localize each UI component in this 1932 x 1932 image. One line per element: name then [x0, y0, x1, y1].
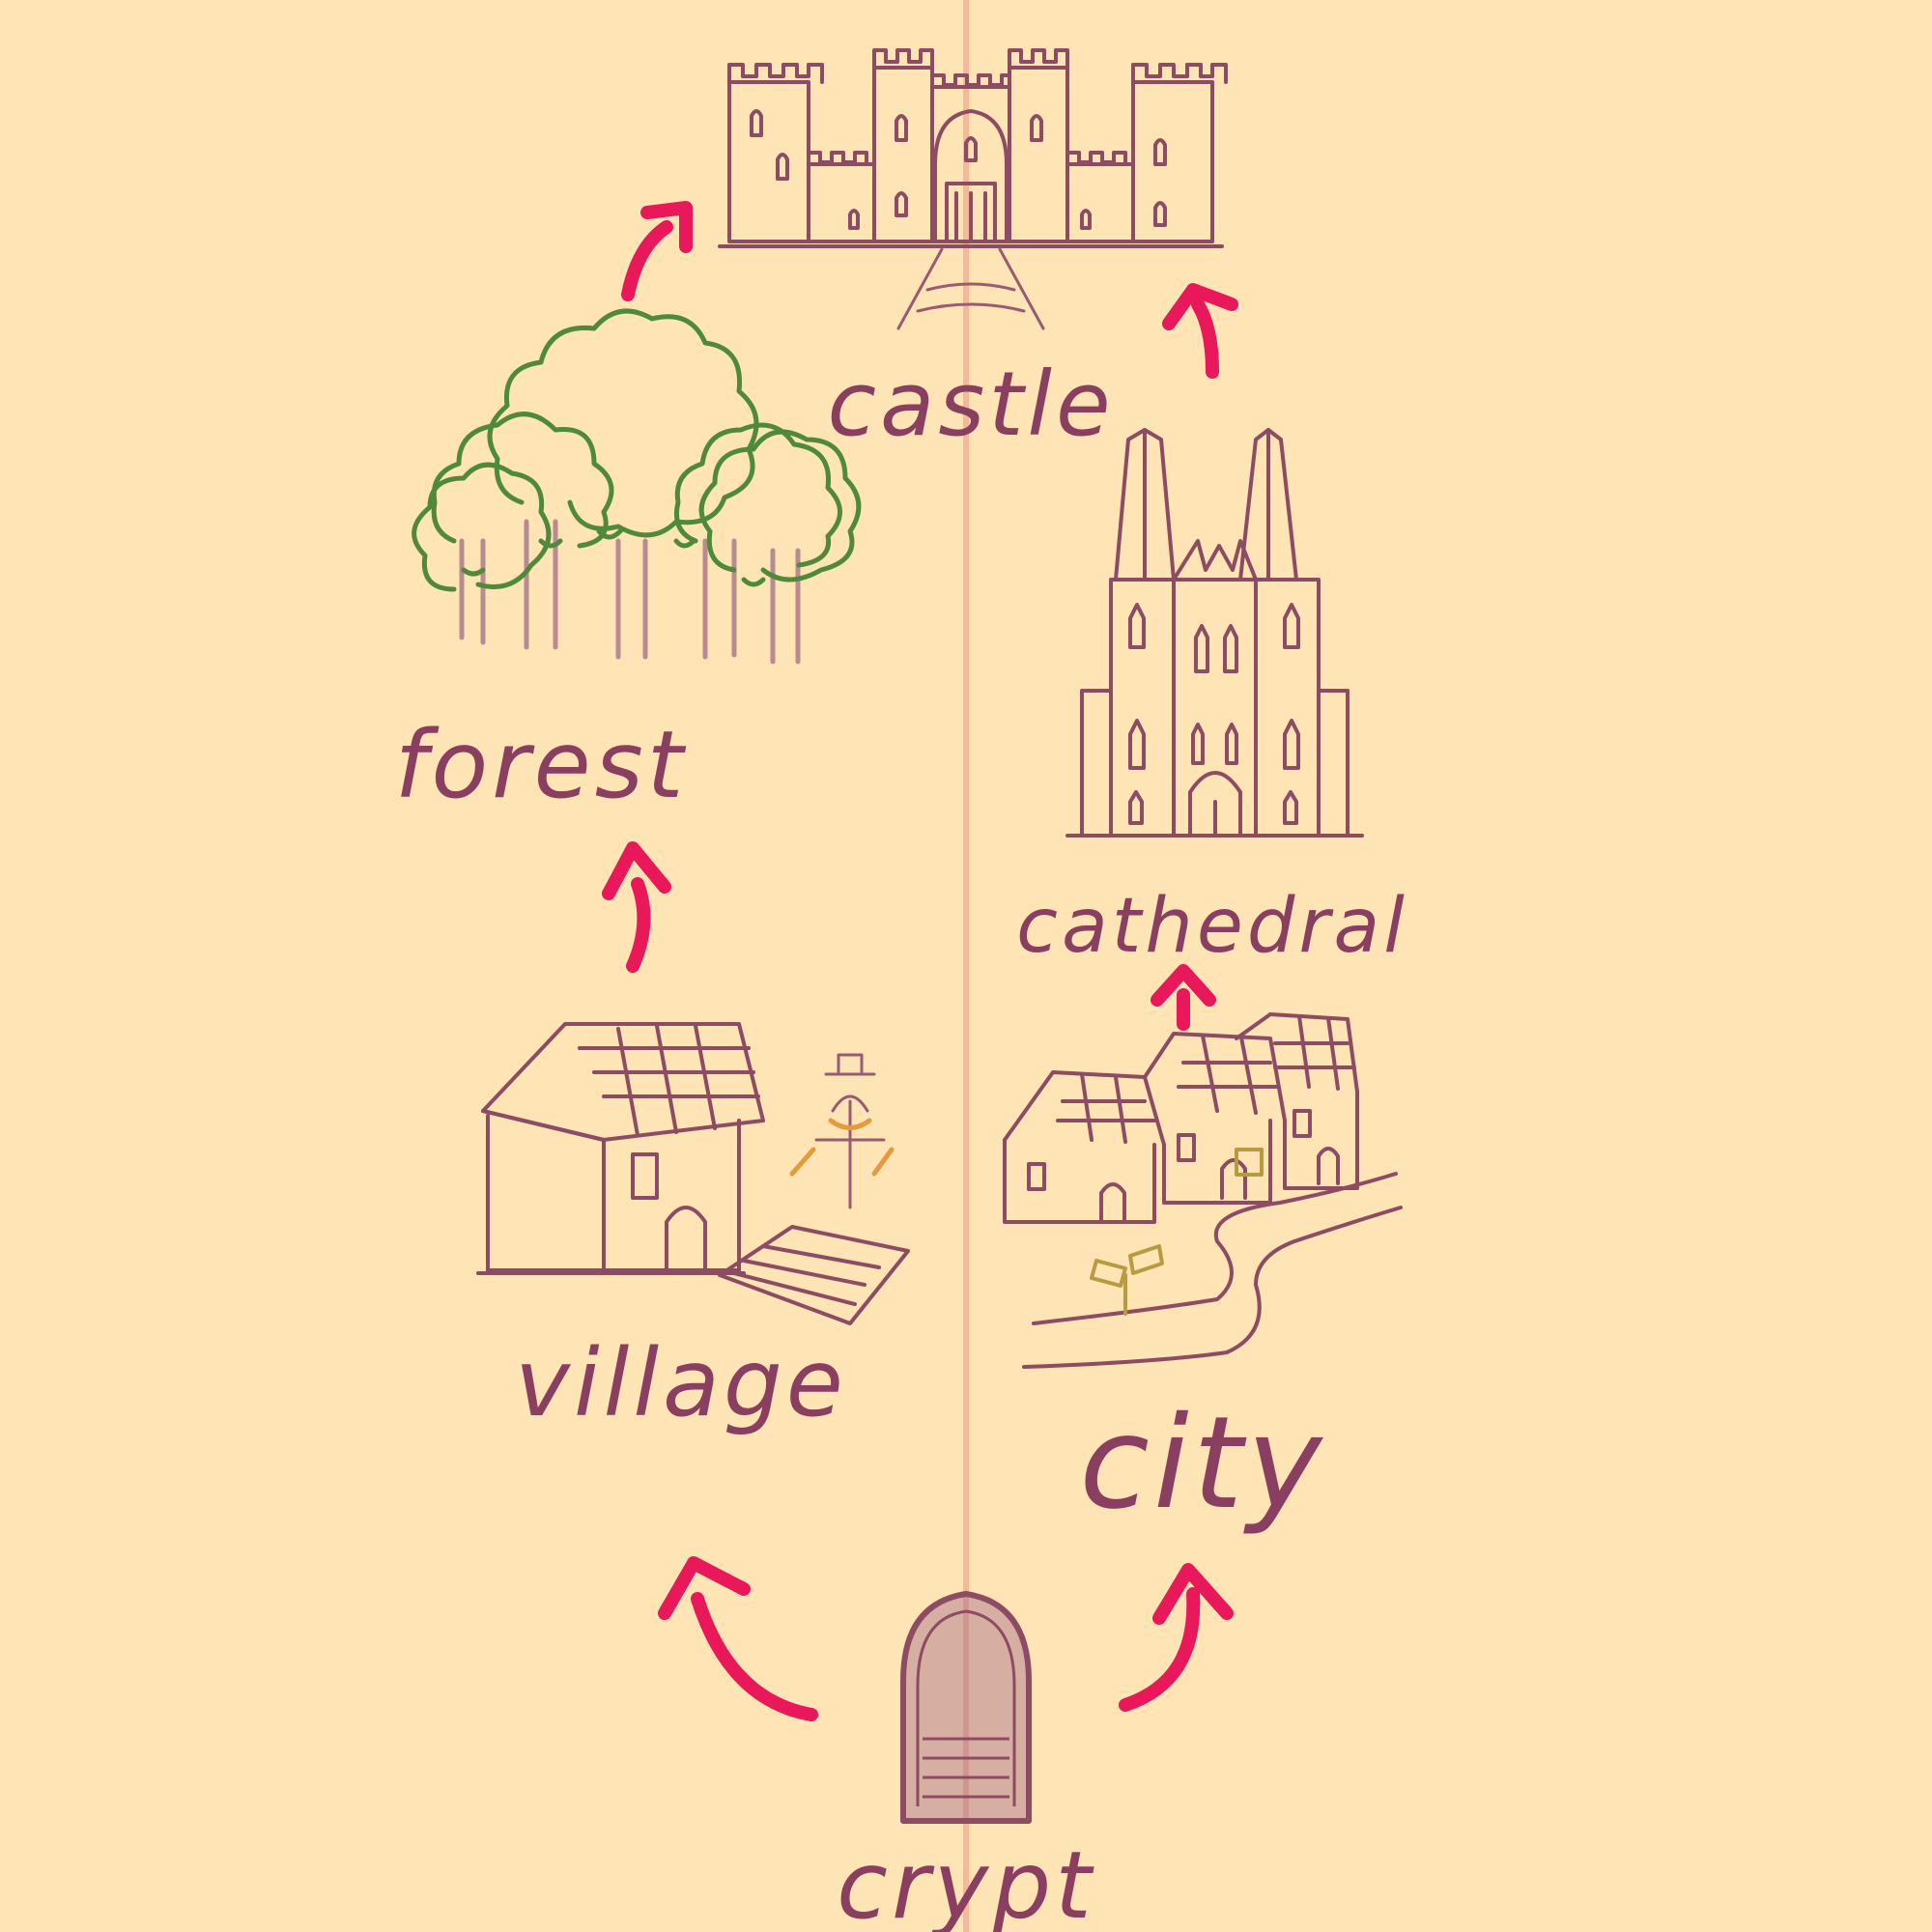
- farmhouse-icon: [478, 1024, 908, 1323]
- townhouses-icon: [1005, 1014, 1401, 1367]
- forest-label: forest: [395, 711, 688, 819]
- arrow-crypt-to-city: [1125, 1570, 1227, 1705]
- crypt-door-icon: [903, 1594, 1029, 1821]
- arrow-city-to-cathedral: [1157, 971, 1209, 1024]
- crypt-label: crypt: [837, 1832, 1095, 1932]
- castle-icon: [720, 50, 1226, 328]
- city-label: city: [1079, 1389, 1325, 1538]
- arrow-village-to-forest: [609, 848, 665, 966]
- village-label: village: [515, 1329, 847, 1437]
- cathedral-label: cathedral: [1016, 883, 1408, 970]
- arrow-crypt-to-village: [665, 1563, 811, 1715]
- arrow-forest-to-castle: [628, 208, 686, 295]
- castle-label: castle: [827, 353, 1114, 456]
- cathedral-icon: [1067, 430, 1362, 836]
- trees-icon: [414, 311, 859, 662]
- arrow-cathedral-to-castle: [1169, 290, 1232, 372]
